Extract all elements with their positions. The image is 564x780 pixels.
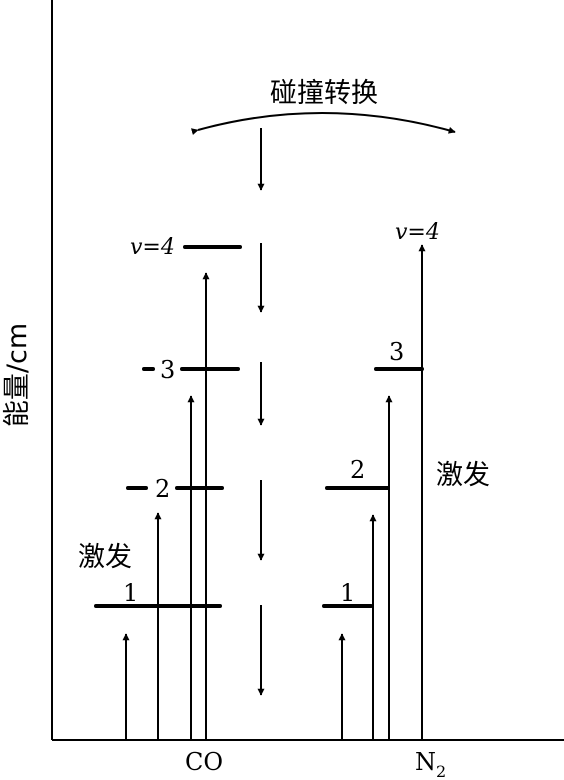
x-label-n2-base: N xyxy=(415,748,436,776)
n2-level-3-label: 3 xyxy=(389,338,404,366)
co-level-3-label: 3 xyxy=(160,356,175,384)
co-level-4-label: v=4 xyxy=(130,235,175,260)
n2-excitation-arrows xyxy=(338,244,426,740)
collision-transfer-label: 碰撞转换 xyxy=(270,78,378,109)
n2-level-2-label: 2 xyxy=(350,456,365,484)
collision-double-arrow xyxy=(190,112,456,136)
co-level-1-label: 1 xyxy=(123,579,138,607)
x-label-n2: N2 xyxy=(415,748,446,780)
excitation-label-right: 激发 xyxy=(436,460,490,491)
n2-level-1-label: 1 xyxy=(340,579,355,607)
y-axis-label: 能量/cm xyxy=(2,323,33,427)
x-label-co: CO xyxy=(185,748,223,776)
n2-levels xyxy=(322,367,424,608)
excitation-label-left: 激发 xyxy=(78,542,132,573)
co-levels xyxy=(94,245,242,608)
co-excitation-arrows xyxy=(122,272,210,740)
co-level-2-label: 2 xyxy=(155,475,170,503)
x-label-n2-sub: 2 xyxy=(436,762,446,780)
n2-level-4-label: v=4 xyxy=(395,220,440,245)
